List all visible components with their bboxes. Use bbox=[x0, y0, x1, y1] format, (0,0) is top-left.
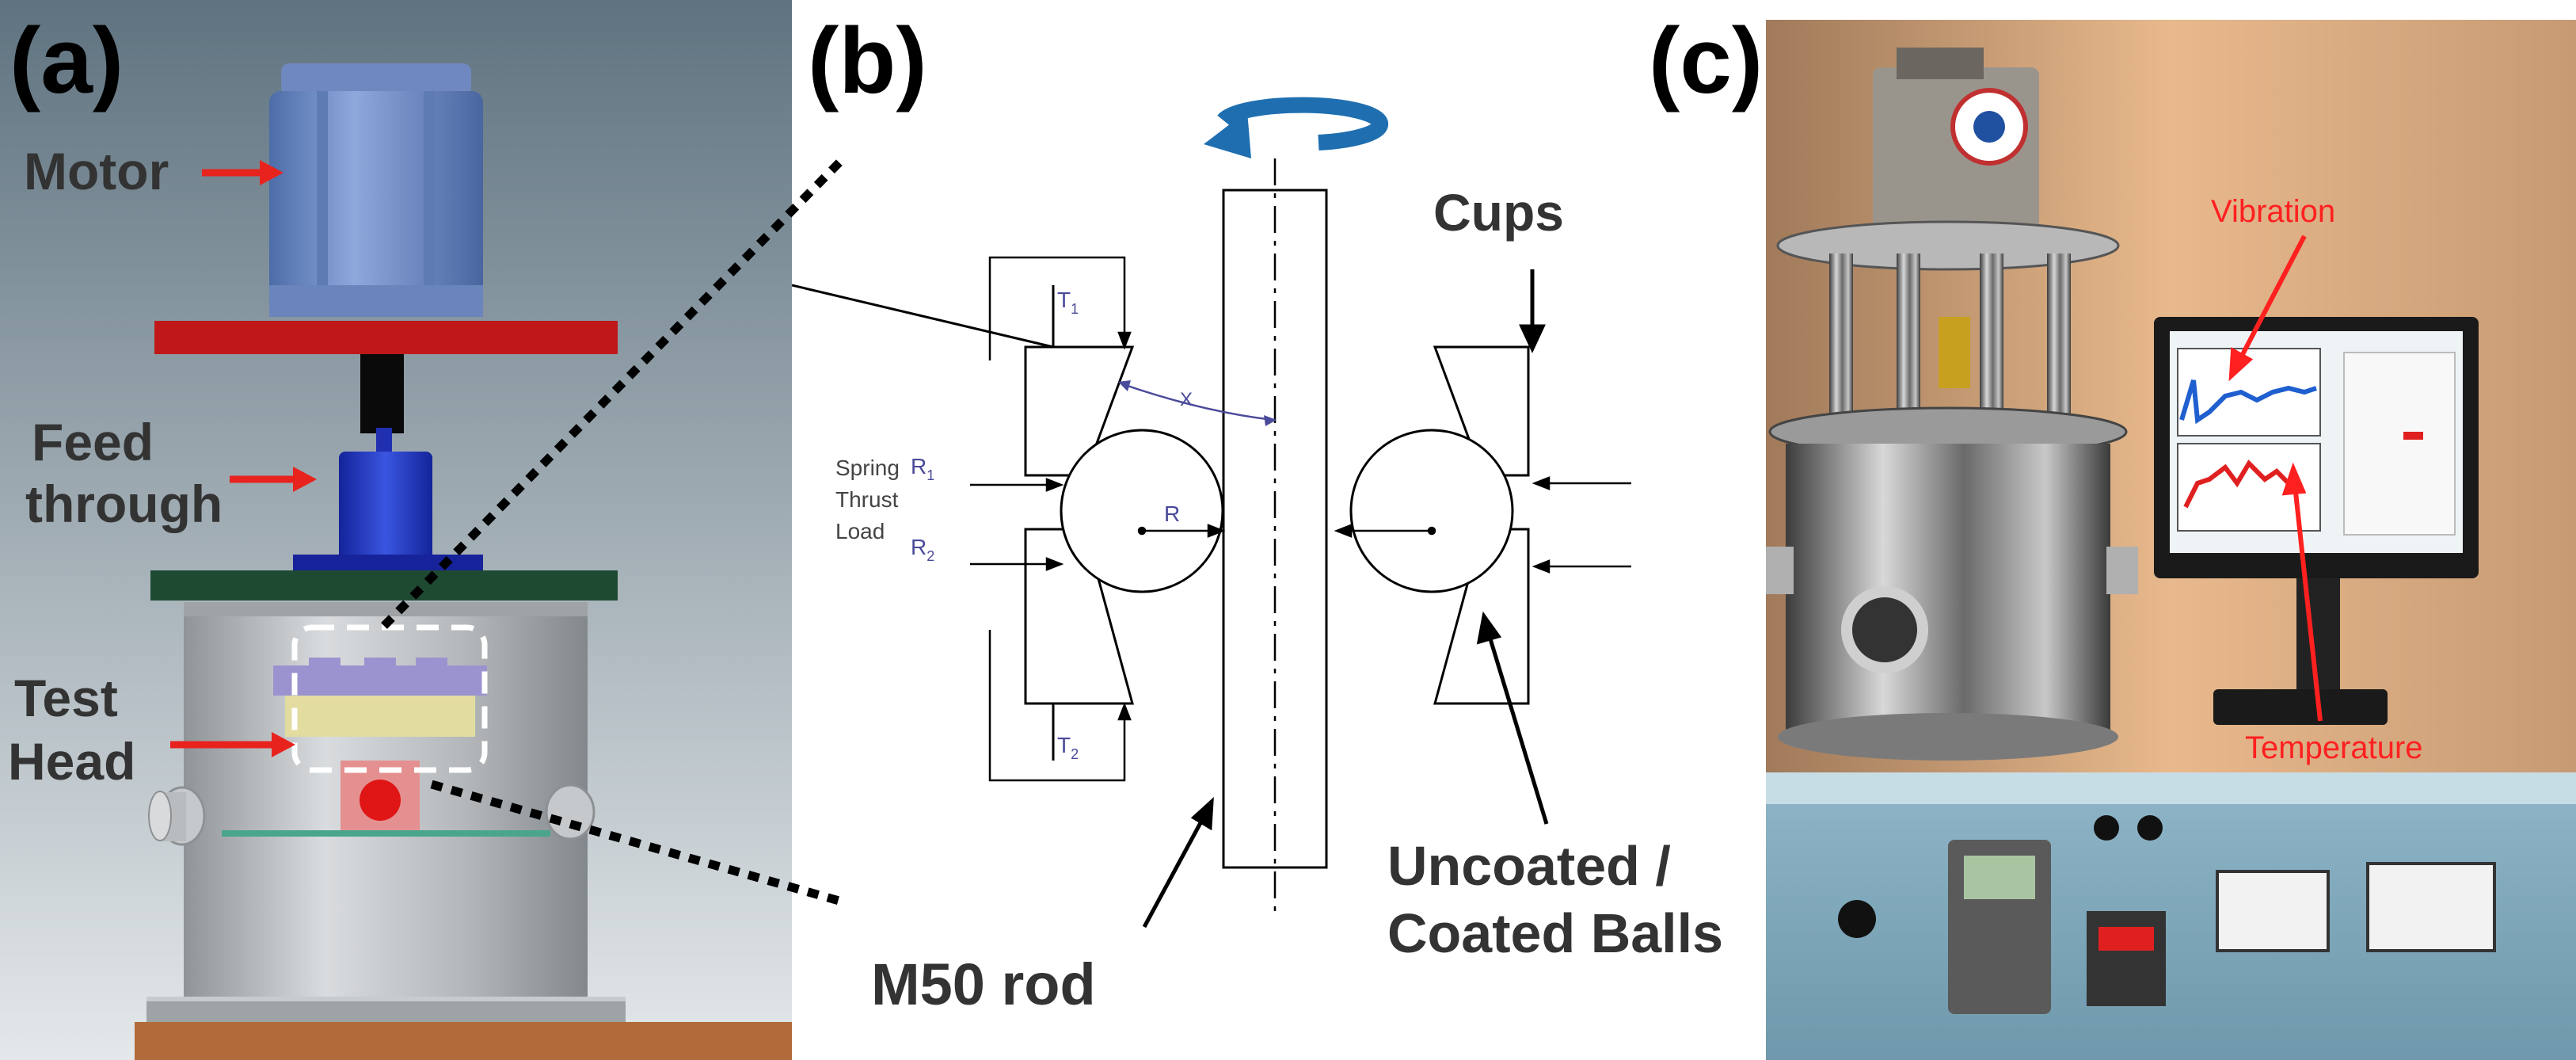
side-port-right bbox=[545, 784, 595, 841]
feed-through-label-line1: Feed bbox=[32, 413, 154, 471]
photo-motor bbox=[1873, 48, 2039, 234]
test-head-label-line2: Head bbox=[8, 732, 136, 791]
temperature-label: Temperature bbox=[2245, 730, 2423, 765]
balls-label-line1: Uncoated / bbox=[1387, 835, 1671, 897]
balls-label-line2: Coated Balls bbox=[1387, 902, 1723, 964]
feed-through-label-line2: through bbox=[25, 475, 223, 533]
spring-thrust-load-bracket bbox=[988, 256, 1132, 782]
test-head-upper bbox=[273, 665, 487, 696]
wooden-table bbox=[135, 1022, 792, 1060]
photo-annotation-arrows bbox=[2228, 234, 2323, 722]
r-label: R bbox=[1164, 501, 1180, 526]
left-ball bbox=[1060, 429, 1224, 593]
photo-top-plate bbox=[1776, 220, 2120, 271]
r2-label: R2 bbox=[911, 535, 934, 564]
panel-b-schematic: T1 T2 R1 R2 R X Spring Thrust Load (b) C… bbox=[792, 0, 1766, 1060]
panel-c-label: (c) bbox=[1649, 9, 1764, 113]
x-label: X bbox=[1180, 389, 1193, 410]
radial-load-arrows bbox=[970, 476, 1631, 574]
spring-label-line2: Thrust bbox=[835, 487, 899, 512]
green-lid bbox=[150, 570, 618, 601]
t2-label: T2 bbox=[1057, 733, 1079, 762]
panel-a-label: (a) bbox=[10, 9, 124, 113]
test-head-lower bbox=[285, 696, 475, 737]
red-plate bbox=[154, 321, 618, 354]
m50-rod-label: M50 rod bbox=[871, 951, 1096, 1017]
panel-c-photo: (c) Vibration Temperature bbox=[1649, 0, 2576, 1060]
r1-label: R1 bbox=[911, 454, 934, 483]
panel-a-model: (a) Motor Feed through Test Head bbox=[0, 0, 792, 1060]
right-cup-assembly bbox=[1433, 345, 1530, 705]
photo-support-posts bbox=[1829, 254, 2071, 420]
photo-monitor bbox=[2154, 317, 2479, 725]
photo-viewport bbox=[1841, 586, 1928, 673]
photo-chamber bbox=[1786, 444, 2110, 737]
photo-console-instruments bbox=[1838, 815, 2496, 1014]
red-label-arrows bbox=[170, 160, 317, 757]
test-head-label-line1: Test bbox=[14, 669, 118, 727]
spring-label-line3: Load bbox=[835, 519, 885, 543]
callout-arrows bbox=[1142, 269, 1549, 928]
t1-label: T1 bbox=[1057, 288, 1079, 317]
right-ball bbox=[1349, 429, 1514, 593]
panel-b-drawing: T1 T2 R1 R2 R X Spring Thrust Load bbox=[792, 97, 1631, 928]
vibration-trace bbox=[2179, 379, 2317, 425]
temperature-trace bbox=[2183, 459, 2291, 509]
spring-label-line1: Spring bbox=[835, 456, 900, 480]
cups-label: Cups bbox=[1433, 183, 1564, 242]
rotation-arrow bbox=[1204, 97, 1389, 158]
panel-b-label: (b) bbox=[808, 9, 927, 113]
vibration-label: Vibration bbox=[2211, 194, 2336, 229]
green-plate bbox=[222, 830, 550, 837]
motor-body bbox=[269, 63, 483, 317]
coupling bbox=[360, 354, 404, 433]
panel-c-illustration bbox=[1766, 20, 2576, 1060]
x-angle-arc bbox=[1122, 383, 1274, 421]
motor-label: Motor bbox=[24, 142, 169, 200]
test-ball bbox=[360, 780, 401, 821]
